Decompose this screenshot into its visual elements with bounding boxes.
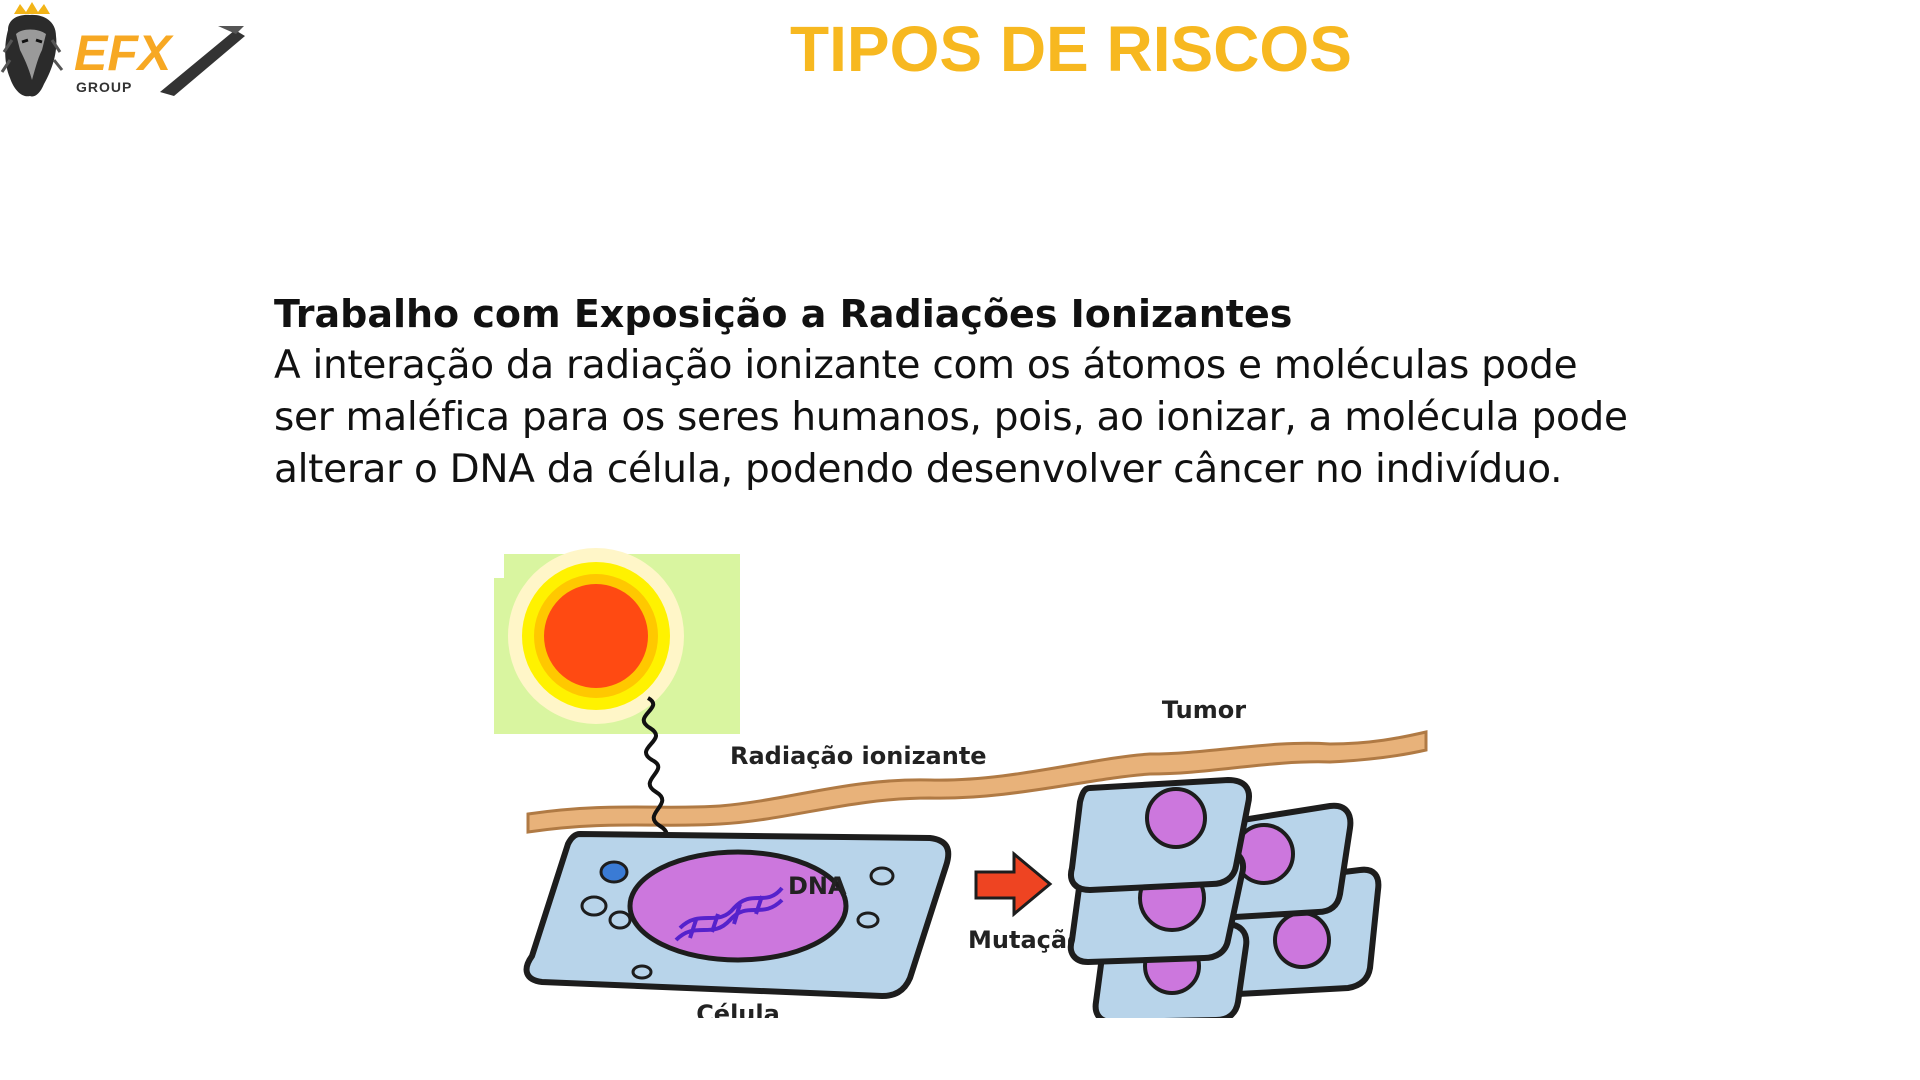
radiation-source <box>494 548 740 734</box>
logo-brand-text: EFX <box>74 25 174 81</box>
tissue-membrane <box>526 730 1428 834</box>
cell-label: Célula <box>696 1000 780 1018</box>
logo-sub-text: GROUP <box>76 79 132 95</box>
paragraph-line-1: A interação da radiação ionizante com os… <box>274 343 1578 388</box>
section-subtitle: Trabalho com Exposição a Radiações Ioniz… <box>274 292 1293 336</box>
lion-crown-icon <box>0 2 64 97</box>
radiation-label: Radiação ionizante <box>730 742 987 770</box>
paragraph-line-2: ser maléfica para os seres humanos, pois… <box>274 395 1628 440</box>
paragraph-line-3: alterar o DNA da célula, podendo desenvo… <box>274 447 1563 492</box>
radiation-mutation-illustration: Radiação ionizante DNA Célula Mutação <box>494 548 1428 1018</box>
page-title: TIPOS DE RISCOS <box>790 13 1352 85</box>
tumor-cluster <box>1067 776 1382 1018</box>
tumor-label: Tumor <box>1162 696 1246 724</box>
dna-label: DNA <box>788 872 847 900</box>
mutation-arrow <box>974 850 1053 918</box>
normal-cell: DNA <box>523 830 952 1000</box>
sun-core <box>544 584 648 688</box>
dna-helix <box>674 886 784 942</box>
efx-group-logo: EFX GROUP <box>0 2 245 97</box>
mutation-label: Mutação <box>968 926 1084 954</box>
content-block: Trabalho com Exposição a Radiações Ioniz… <box>274 288 1794 496</box>
